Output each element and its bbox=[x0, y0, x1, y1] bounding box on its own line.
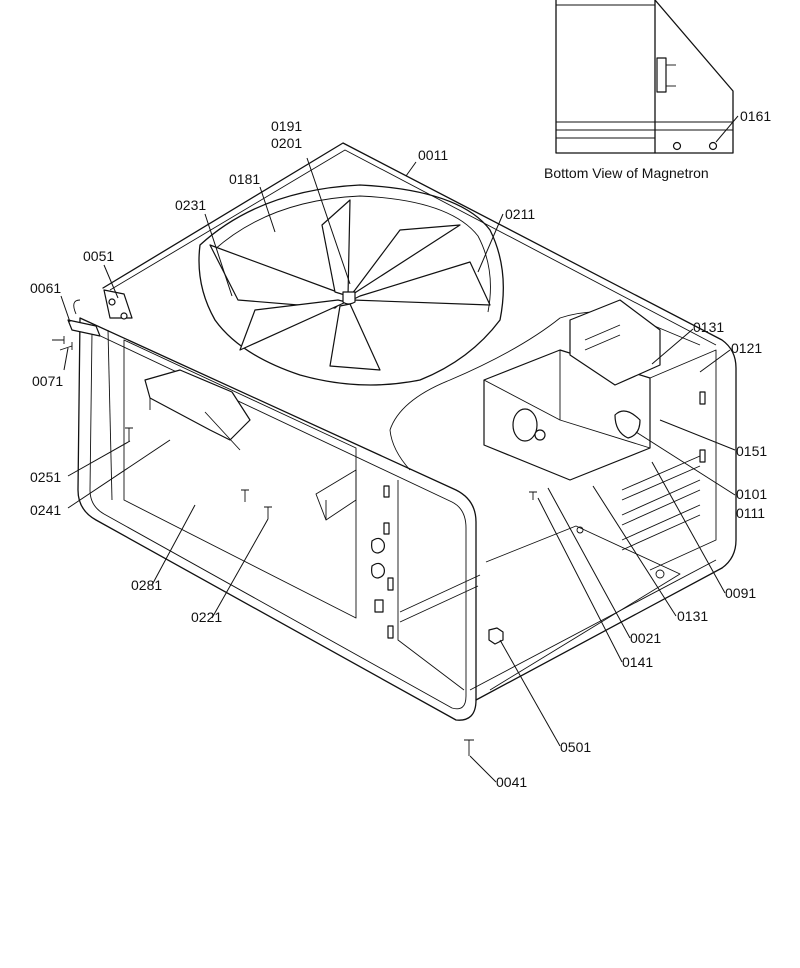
callout-0061: 0061 bbox=[30, 280, 61, 296]
magnetron-cooling-fins bbox=[569, 299, 661, 386]
callout-0111: 0111 bbox=[736, 505, 765, 521]
callout-0211: 0211 bbox=[505, 206, 535, 222]
magnetron-assembly bbox=[483, 299, 661, 481]
control-slot-3 bbox=[374, 599, 384, 613]
magnetron-thermostat bbox=[614, 410, 641, 439]
stirrer-fan-blades bbox=[209, 199, 491, 371]
callout-0121: 0121 bbox=[731, 340, 762, 356]
leader-lines bbox=[60, 115, 739, 783]
door-hinge-bracket bbox=[67, 289, 133, 337]
callout-0131-top: 0131 bbox=[693, 319, 724, 335]
control-knob-1 bbox=[371, 537, 385, 554]
inner-mounting-bracket bbox=[144, 369, 251, 451]
cabinet-outer-case bbox=[77, 142, 737, 721]
cavity-floor bbox=[399, 525, 681, 691]
part-callouts: 0011 0191 0201 0181 0231 0211 0051 0061 … bbox=[30, 108, 771, 790]
callout-0201: 0201 bbox=[271, 135, 302, 151]
control-slot-5 bbox=[387, 625, 394, 639]
control-slot-4 bbox=[387, 577, 394, 591]
callout-0091: 0091 bbox=[725, 585, 756, 601]
magnetron-antenna-port bbox=[512, 408, 538, 442]
door-opening-panel bbox=[107, 329, 357, 619]
callout-0071: 0071 bbox=[32, 373, 63, 389]
callout-0011: 0011 bbox=[418, 147, 448, 163]
callout-0041: 0041 bbox=[496, 774, 527, 790]
right-side-panel bbox=[621, 349, 717, 571]
callout-0241: 0241 bbox=[30, 502, 61, 518]
callout-0021: 0021 bbox=[630, 630, 661, 646]
screws bbox=[52, 336, 537, 756]
control-slot-1 bbox=[383, 485, 390, 498]
callout-0101: 0101 bbox=[736, 486, 767, 502]
callout-0051: 0051 bbox=[83, 248, 114, 264]
callout-0181: 0181 bbox=[229, 171, 260, 187]
inset-caption: Bottom View of Magnetron bbox=[544, 165, 709, 181]
callout-0191: 0191 bbox=[271, 118, 302, 134]
magnetron-bottom-view-inset: Bottom View of Magnetron bbox=[544, 0, 734, 181]
control-knob-2 bbox=[371, 562, 385, 579]
callout-0281: 0281 bbox=[131, 577, 162, 593]
control-panel-area bbox=[315, 469, 465, 691]
callout-0131-bottom: 0131 bbox=[677, 608, 708, 624]
callout-0161: 0161 bbox=[740, 108, 771, 124]
control-slot-2 bbox=[383, 522, 390, 535]
callout-0251: 0251 bbox=[30, 469, 61, 485]
callout-0151: 0151 bbox=[736, 443, 767, 459]
fan-hub bbox=[342, 291, 356, 305]
callout-0501: 0501 bbox=[560, 739, 591, 755]
callout-0231: 0231 bbox=[175, 197, 206, 213]
callout-0141: 0141 bbox=[622, 654, 653, 670]
callout-0221: 0221 bbox=[191, 609, 222, 625]
